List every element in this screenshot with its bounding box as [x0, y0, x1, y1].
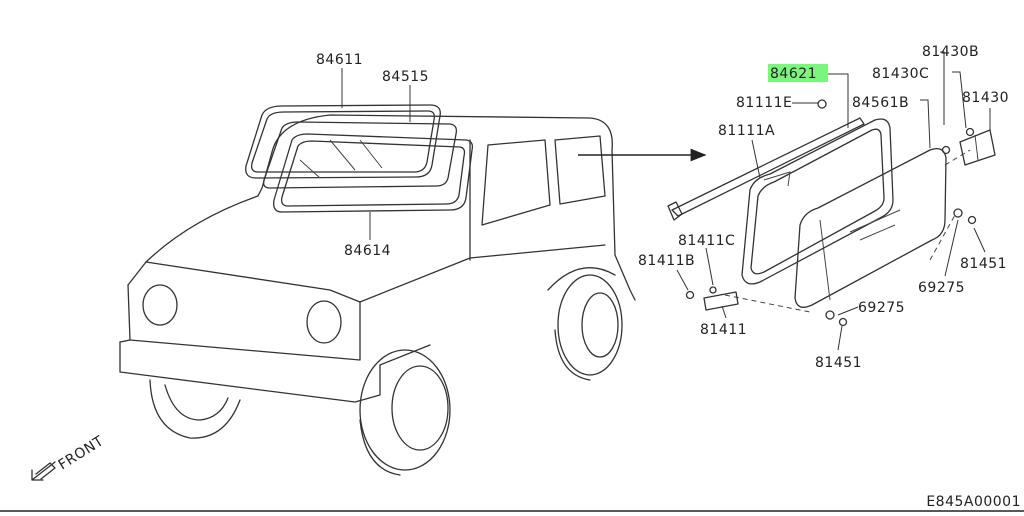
part-label-84621[interactable]: 84621	[770, 66, 817, 82]
part-label-81111E[interactable]: 81111E	[736, 95, 792, 111]
part-label-81430B[interactable]: 81430B	[922, 44, 979, 60]
part-label-69275-lower[interactable]: 69275	[858, 300, 905, 316]
part-label-81411[interactable]: 81411	[700, 322, 747, 338]
vehicle-outline	[119, 114, 636, 476]
part-label-81430C[interactable]: 81430C	[872, 66, 929, 82]
part-label-84515[interactable]: 84515	[382, 69, 429, 85]
part-label-84611[interactable]: 84611	[316, 52, 363, 68]
part-label-81411B[interactable]: 81411B	[638, 253, 695, 269]
part-label-84561B[interactable]: 84561B	[852, 95, 909, 111]
part-label-81451-upper[interactable]: 81451	[960, 256, 1007, 272]
front-label: FRONT	[56, 433, 107, 473]
part-label-81411C[interactable]: 81411C	[678, 233, 735, 249]
leader-lines	[341, 51, 991, 351]
windshield-assembly	[245, 104, 474, 213]
figure-code: E845A00001	[926, 494, 1021, 510]
part-label-69275-right[interactable]: 69275	[918, 280, 965, 296]
part-label-81430[interactable]: 81430	[962, 90, 1009, 106]
part-label-84614[interactable]: 84614	[344, 243, 391, 259]
part-label-81451-lower[interactable]: 81451	[815, 355, 862, 371]
part-labels: 84611 84515 84614 84621 81111E 81111A 84…	[316, 44, 1009, 371]
front-indicator: FRONT	[31, 433, 107, 481]
rear-window-assembly	[667, 99, 996, 327]
part-highlight-84621	[768, 64, 828, 82]
front-arrow-body-icon	[35, 462, 56, 480]
part-label-81111A[interactable]: 81111A	[718, 123, 775, 139]
